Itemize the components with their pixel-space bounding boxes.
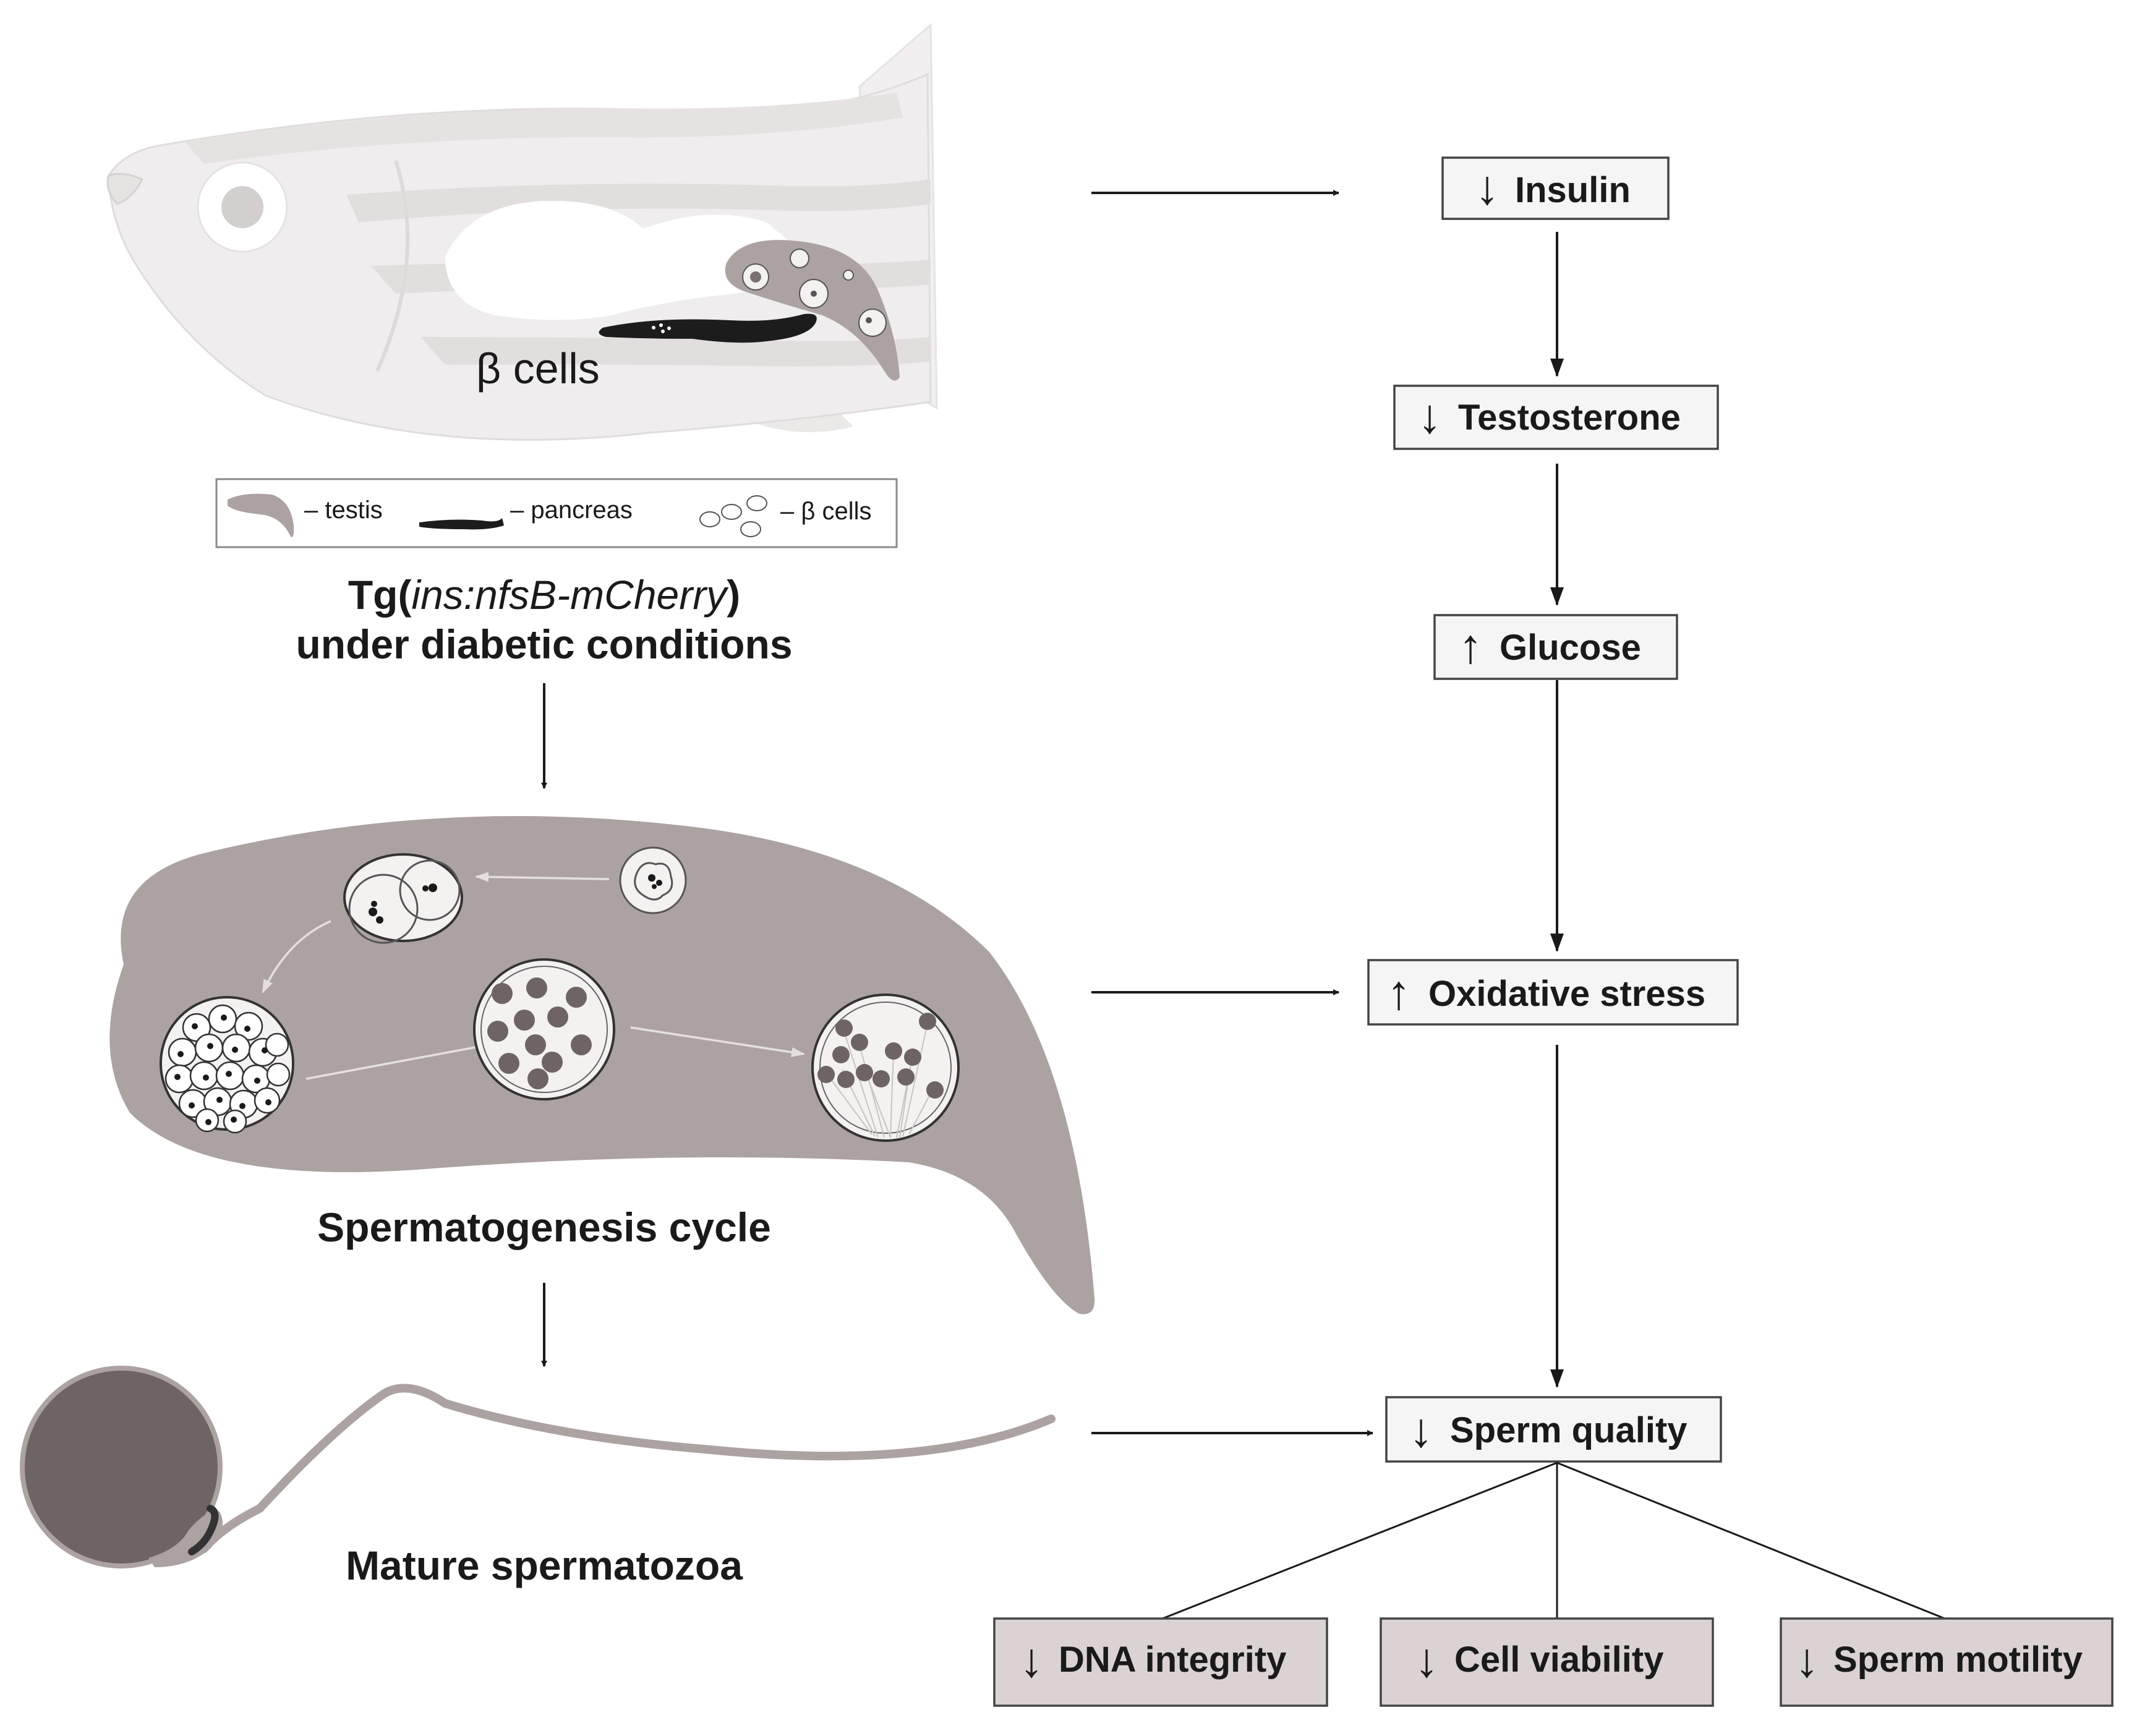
testosterone-box: ↓ Testosterone: [1393, 385, 1719, 450]
beta-cells-label: β cells: [476, 344, 600, 393]
dna-arrow-icon: ↓: [1020, 1633, 1044, 1687]
spermatogenesis-testis: [109, 816, 1095, 1314]
legend-beta-label: – β cells: [780, 498, 872, 525]
legend-pancreas-swatch: [419, 518, 504, 530]
transgenic-line-title: Tg(ins:nfsB-mCherry): [348, 572, 740, 618]
insulin-arrow-icon: ↓: [1475, 160, 1500, 215]
testosterone-arrow-icon: ↓: [1418, 389, 1442, 443]
legend-beta-cells-swatch: [699, 495, 767, 537]
cycle-arrow-2: [262, 920, 331, 994]
fish-pancreas: [599, 313, 817, 343]
legend-testis-swatch: [228, 493, 294, 537]
diabetic-conditions-title: under diabetic conditions: [296, 621, 792, 667]
mature-spermatozoon: [20, 1366, 1056, 1568]
zebrafish-illustration: [106, 22, 938, 441]
motility-arrow-icon: ↓: [1795, 1633, 1819, 1687]
spermatogenesis-cycle-title: Spermatogenesis cycle: [317, 1204, 771, 1250]
spermatozoa-cyst: [811, 994, 960, 1142]
dna-integrity-label: DNA integrity: [1059, 1640, 1286, 1680]
legend: – testis – pancreas – β cells: [215, 478, 898, 548]
cycle-arrow-3: [305, 1042, 490, 1080]
spermatogonium-cell: [619, 846, 687, 914]
viability-arrow-icon: ↓: [1415, 1633, 1439, 1687]
spermatocyte-cyst: [160, 996, 294, 1134]
branch-quality-to-motility: [1556, 1462, 1945, 1620]
oxidative-arrow-icon: ↑: [1387, 965, 1411, 1019]
sperm-motility-label: Sperm motility: [1833, 1640, 2083, 1680]
cycle-arrow-4: [630, 1026, 805, 1057]
insulin-box: ↓ Insulin: [1441, 156, 1670, 220]
spermatid-cyst: [473, 958, 615, 1100]
dividing-spermatogonia: [343, 853, 463, 944]
legend-testis-label: – testis: [304, 496, 383, 524]
legend-pancreas-label: – pancreas: [510, 496, 633, 524]
testosterone-label: Testosterone: [1458, 398, 1681, 438]
oxidative-stress-box: ↑ Oxidative stress: [1367, 959, 1739, 1026]
glucose-label: Glucose: [1500, 628, 1641, 668]
cell-viability-box: ↓ Cell viability: [1380, 1617, 1714, 1707]
sperm-quality-box: ↓ Sperm quality: [1385, 1396, 1722, 1463]
oxidative-stress-label: Oxidative stress: [1428, 974, 1705, 1014]
fish-testis: [725, 240, 900, 381]
insulin-label: Insulin: [1515, 170, 1631, 210]
glucose-box: ↑ Glucose: [1433, 614, 1678, 680]
cycle-arrow-1: [475, 872, 610, 882]
sperm-motility-box: ↓ Sperm motility: [1780, 1617, 2114, 1707]
glucose-arrow-icon: ↑: [1459, 619, 1483, 673]
mature-spermatozoa-title: Mature spermatozoa: [346, 1542, 743, 1588]
branch-quality-to-dna: [1162, 1462, 1558, 1620]
sperm-quality-label: Sperm quality: [1450, 1410, 1687, 1450]
dna-integrity-box: ↓ DNA integrity: [993, 1617, 1328, 1707]
sperm-quality-arrow-icon: ↓: [1409, 1403, 1433, 1457]
cell-viability-label: Cell viability: [1454, 1640, 1663, 1680]
